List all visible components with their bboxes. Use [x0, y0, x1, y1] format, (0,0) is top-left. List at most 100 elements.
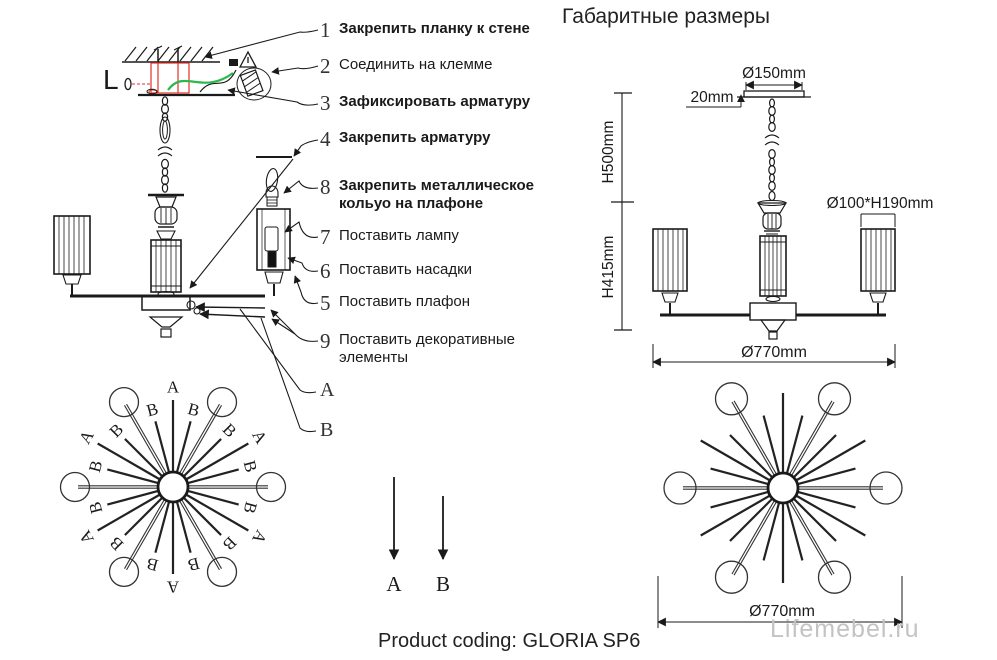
lamp-position-circle — [714, 560, 749, 594]
decor-rod-pointers — [195, 302, 266, 320]
width-dimension-top: Ø770mm — [657, 576, 903, 628]
callout-item: 1 Закрепить планку к стене — [320, 20, 558, 41]
deco-ray-b — [154, 421, 171, 474]
ray-label-b: B — [144, 554, 160, 575]
deco-ray-b — [792, 497, 837, 542]
rod-detail: A B — [386, 477, 450, 596]
height-dimension: H500mm H415mm — [600, 92, 634, 331]
deco-ray-b — [107, 489, 160, 506]
dimension-side-view: H500mm H415mm Ø150mm 20mm — [600, 65, 934, 368]
h415-label: H415mm — [600, 236, 617, 299]
callout-number: B — [320, 419, 334, 441]
lamp-arm — [790, 401, 835, 477]
deco-ray-a — [97, 442, 162, 481]
lamp-position-circle — [255, 471, 287, 503]
callout-item: 4 Закрепить арматуру — [320, 129, 558, 150]
deco-ray-a — [184, 493, 249, 532]
callout-number: 8 — [320, 175, 331, 199]
ray-label-b: B — [85, 458, 106, 474]
ray-label-a: A — [248, 427, 271, 448]
callout-text: Поставить насадки — [339, 261, 473, 278]
ray-label-b: B — [106, 533, 127, 554]
product-coding: Product coding: GLORIA SP6 — [378, 630, 641, 652]
canopy-diameter-label: Ø150mm — [742, 65, 806, 82]
lamp-position-circle — [206, 556, 238, 588]
lamp-arm — [731, 499, 776, 575]
callout-text: Поставить плафон — [339, 293, 471, 310]
lamp-arm — [733, 500, 778, 576]
callout-text: Закрепить планку к стене — [339, 20, 530, 37]
page-title: Габаритные размеры — [562, 5, 770, 28]
ray-label-b: B — [240, 458, 261, 474]
hub-circle — [766, 471, 800, 505]
shade-dimension: Ø100*H190mm — [827, 195, 934, 227]
lamp-arm — [123, 498, 166, 569]
ray-label-b: B — [186, 399, 202, 420]
lamp-arm — [733, 400, 778, 476]
lamp-position-circle — [206, 386, 238, 418]
callout-number: 2 — [320, 54, 331, 78]
deco-ray-b — [729, 497, 774, 542]
ray-label-b: B — [219, 420, 240, 441]
deco-ray-b — [729, 434, 774, 479]
rod-b-label: B — [436, 572, 450, 596]
deco-ray-b — [762, 501, 781, 561]
arms — [70, 284, 275, 298]
callout-text: Поставить лампу — [339, 227, 459, 244]
width-dimension-side: Ø770mm — [652, 344, 896, 368]
side-chain — [764, 98, 780, 202]
deco-ray-a — [700, 494, 772, 537]
deco-ray-a — [794, 439, 866, 482]
deco-ray-b — [785, 415, 804, 475]
canopy-thickness-label: 20mm — [690, 89, 733, 106]
lamp-arm — [790, 499, 835, 575]
deco-ray-b — [186, 468, 239, 485]
leader-lines — [189, 29, 319, 433]
side-right-shade — [860, 228, 896, 292]
lamp-arm — [180, 405, 223, 476]
callout-number: A — [320, 379, 335, 401]
hub-circle — [156, 470, 190, 504]
canopy: Ø150mm 20mm — [686, 65, 811, 108]
callout-number: 7 — [320, 225, 331, 249]
lamp-arm — [126, 499, 168, 571]
ray-label-b: B — [106, 420, 127, 441]
callout-item: 3 Зафиксировать арматуру — [320, 93, 558, 114]
ceiling — [122, 46, 220, 63]
shade-size-label: Ø100*H190mm — [827, 195, 934, 212]
ray-label-a: A — [166, 578, 179, 597]
right-shade-with-lamp — [256, 156, 292, 284]
deco-ray-b — [186, 489, 239, 506]
deco-ray-b — [762, 415, 781, 475]
width-top-label: Ø770mm — [749, 603, 815, 620]
lamp-position-circle — [817, 382, 852, 416]
callout-item: A — [320, 380, 558, 401]
deco-ray-b — [796, 467, 856, 486]
callout-number: 1 — [320, 18, 331, 42]
ray-label-b: B — [219, 533, 240, 554]
rod-a-label: A — [386, 572, 402, 596]
callout-number: 9 — [320, 329, 331, 353]
deco-ray-b — [710, 490, 770, 509]
deco-ray-a — [97, 493, 162, 532]
width-side-label: Ø770mm — [741, 344, 807, 361]
deco-ray-b — [792, 434, 837, 479]
callout-number: 3 — [320, 91, 331, 115]
ray-label-b: B — [85, 500, 106, 516]
callout-text: Зафиксировать арматуру — [339, 93, 531, 110]
terminal-block — [167, 50, 272, 101]
deco-ray-b — [124, 438, 164, 478]
deco-ray-b — [182, 438, 222, 478]
ray-label-a: A — [248, 527, 271, 548]
deco-ray-b — [124, 496, 164, 536]
wire-l-label: L — [103, 64, 119, 95]
deco-ray-b — [785, 501, 804, 561]
deco-ray-b — [107, 468, 160, 485]
callout-text: Закрепить арматуру — [339, 129, 491, 146]
callout-number: 4 — [320, 127, 331, 151]
